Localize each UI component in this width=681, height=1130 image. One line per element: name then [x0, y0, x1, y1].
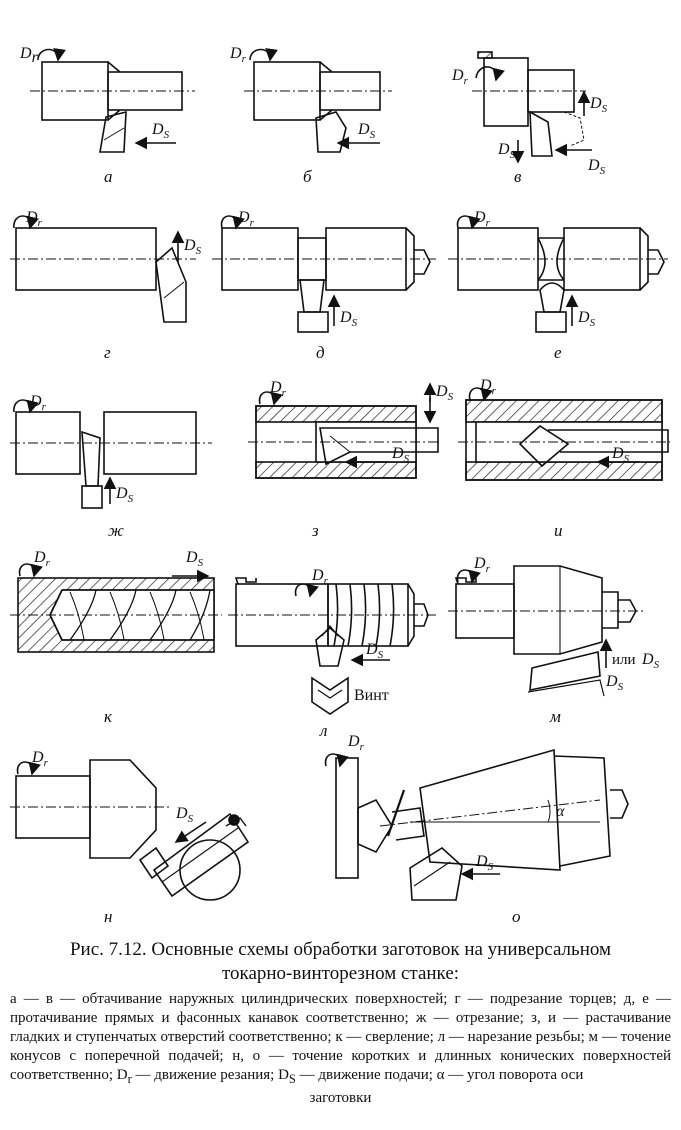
panel-letter-z: з — [311, 521, 319, 540]
panel-b — [244, 48, 392, 153]
legend-sub-r: r — [127, 1072, 132, 1086]
legend-text-3: — движение подачи; α — угол поворота оси — [295, 1067, 584, 1083]
dr-label-d: Dr — [237, 209, 255, 229]
figure-legend: а — в — обтачивание наружных цилиндричес… — [10, 990, 671, 1108]
panel-letter-o: о — [512, 907, 521, 926]
panel-o — [324, 748, 629, 901]
panel-v — [472, 51, 592, 164]
panel-letter-i: и — [554, 521, 563, 540]
ds-label-v2: DS — [497, 141, 516, 161]
panel-e — [448, 215, 668, 333]
ili-label: или — [612, 652, 636, 668]
dr-label-v: Dr — [451, 67, 469, 87]
ds-label-z1: DS — [435, 383, 454, 403]
panel-letter-e: е — [554, 343, 562, 362]
figure-caption: Рис. 7.12. Основные схемы обработки заго… — [20, 938, 661, 986]
panel-letter-m: м — [549, 707, 561, 726]
legend-sub-s: S — [288, 1072, 296, 1086]
ds-label-l: DS — [365, 641, 384, 661]
ds-label-zh: DS — [115, 485, 134, 505]
dr-label-zh: Dr — [29, 393, 47, 413]
ds-label-m1: DS — [641, 651, 660, 671]
ds-label-i: DS — [611, 445, 630, 465]
panel-letter-v: в — [514, 167, 522, 186]
legend-text: а — в — обтачивание наружных цилиндричес… — [10, 991, 671, 1083]
panel-letter-n: н — [104, 907, 112, 926]
ds-label-g: DS — [183, 237, 202, 257]
panel-letter-l: л — [319, 721, 327, 740]
ds-label-a: DS — [151, 121, 170, 141]
dr-label-l: Dr — [311, 567, 329, 587]
ds-label-m2: DS — [605, 673, 624, 693]
ds-label-v3: DS — [587, 157, 606, 177]
panel-letter-a: а — [104, 167, 113, 186]
dr-label-k: Dr — [33, 549, 51, 569]
ds-label-v1: DS — [589, 95, 608, 115]
vint-label: Винт — [354, 687, 389, 704]
dr-label-g: Dr — [25, 209, 43, 229]
panel-z — [248, 382, 440, 479]
diagram-svg: Dr Dr Dr Dr Dr Dr Dr Dr Dr Dr Dr Dr Dr D… — [10, 45, 670, 926]
dr-label-z: Dr — [269, 379, 287, 399]
panel-letter-g: г — [104, 343, 111, 362]
dr-label-b: Dr — [229, 45, 247, 65]
legend-text-2: — движение резания; D — [131, 1067, 289, 1083]
panel-l — [228, 577, 436, 715]
ds-label-k: DS — [185, 549, 204, 569]
ds-label-z2: DS — [391, 445, 410, 465]
panel-d — [212, 215, 436, 333]
panel-letter-b: б — [303, 167, 312, 186]
ds-label-o: DS — [475, 853, 494, 873]
dr-label-i: Dr — [479, 377, 497, 397]
caption-line-2: токарно-винторезном станке: — [221, 963, 460, 984]
figure: Dr Dr Dr Dr Dr Dr Dr Dr Dr Dr Dr Dr Dr D… — [10, 45, 670, 926]
ds-label-n: DS — [175, 805, 194, 825]
panel-letter-k: к — [104, 707, 113, 726]
dr-label-a: Dr — [19, 45, 39, 66]
panel-k — [10, 563, 222, 653]
panel-m — [448, 565, 646, 697]
ds-label-e: DS — [577, 309, 596, 329]
panel-n — [10, 759, 250, 901]
panel-letter-d: д — [316, 343, 325, 362]
panel-i — [458, 387, 670, 481]
panel-g — [10, 215, 196, 323]
alpha-label: α — [556, 803, 565, 820]
panel-zh — [10, 399, 212, 509]
dr-label-o: Dr — [347, 733, 365, 753]
ds-label-d: DS — [339, 309, 358, 329]
legend-last-line: заготовки — [309, 1090, 372, 1106]
ds-label-b: DS — [357, 121, 376, 141]
dr-label-e: Dr — [473, 209, 491, 229]
panel-letter-zh: ж — [108, 521, 124, 540]
panel-a — [30, 48, 195, 153]
caption-line-1: Рис. 7.12. Основные схемы обработки заго… — [69, 939, 612, 960]
dr-label-n: Dr — [31, 749, 49, 769]
dr-label-m: Dr — [473, 555, 491, 575]
